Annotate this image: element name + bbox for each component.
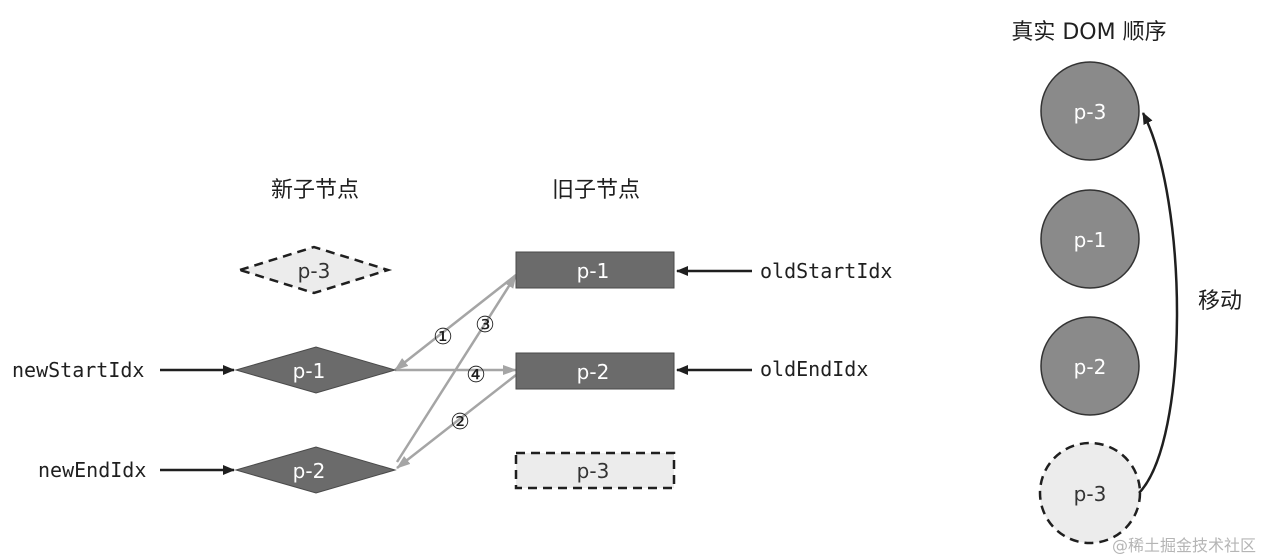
dom-node-4-label: p-3 [1074, 482, 1107, 506]
step-2-label: ② [450, 410, 470, 435]
real-dom-order-header: 真实 DOM 顺序 [1011, 20, 1166, 45]
arrow-step-1 [394, 274, 517, 371]
dom-node-3-label: p-2 [1074, 355, 1107, 379]
comparison-arrows [394, 274, 518, 469]
old-node-p3-label: p-3 [577, 459, 610, 483]
new-node-p2-label: p-2 [293, 459, 326, 483]
watermark: @稀土掘金技术社区 [1112, 536, 1256, 555]
step-labels: ① ③ ④ ② [433, 313, 495, 435]
step-3-label: ③ [475, 313, 495, 338]
old-node-p1: p-1 [515, 251, 675, 289]
old-node-p1-label: p-1 [577, 259, 610, 283]
pointer-old-start: oldStartIdx [676, 259, 892, 283]
new-start-idx-label: newStartIdx [12, 358, 144, 382]
new-node-p1-label: p-1 [293, 359, 326, 383]
new-children-header: 新子节点 [271, 178, 359, 203]
dom-node-2: p-1 [1040, 189, 1140, 289]
dom-node-3: p-2 [1040, 316, 1140, 416]
move-label: 移动 [1198, 289, 1242, 314]
old-end-idx-label: oldEndIdx [760, 357, 868, 381]
move-arrow [1138, 112, 1179, 494]
arrow-step-3 [395, 274, 518, 463]
dom-node-2-label: p-1 [1074, 228, 1107, 252]
old-node-p2: p-2 [515, 352, 675, 390]
step-4-label: ④ [466, 363, 486, 388]
old-children-header: 旧子节点 [552, 178, 640, 203]
step-1-label: ① [433, 325, 453, 350]
pointer-old-end: oldEndIdx [676, 357, 868, 381]
new-node-p3: p-3 [235, 245, 393, 295]
old-node-p3: p-3 [514, 451, 676, 490]
new-node-p1: p-1 [234, 346, 397, 394]
dom-node-4: p-3 [1038, 441, 1142, 545]
old-node-p2-label: p-2 [577, 360, 610, 384]
old-start-idx-label: oldStartIdx [760, 259, 892, 283]
dom-node-1: p-3 [1040, 61, 1140, 161]
pointer-new-start: newStartIdx [12, 358, 235, 382]
new-node-p3-label: p-3 [298, 259, 331, 283]
pointer-new-end: newEndIdx [38, 458, 235, 482]
dom-node-1-label: p-3 [1074, 100, 1107, 124]
new-node-p2: p-2 [234, 446, 397, 494]
arrow-step-2 [396, 374, 517, 469]
new-end-idx-label: newEndIdx [38, 458, 146, 482]
